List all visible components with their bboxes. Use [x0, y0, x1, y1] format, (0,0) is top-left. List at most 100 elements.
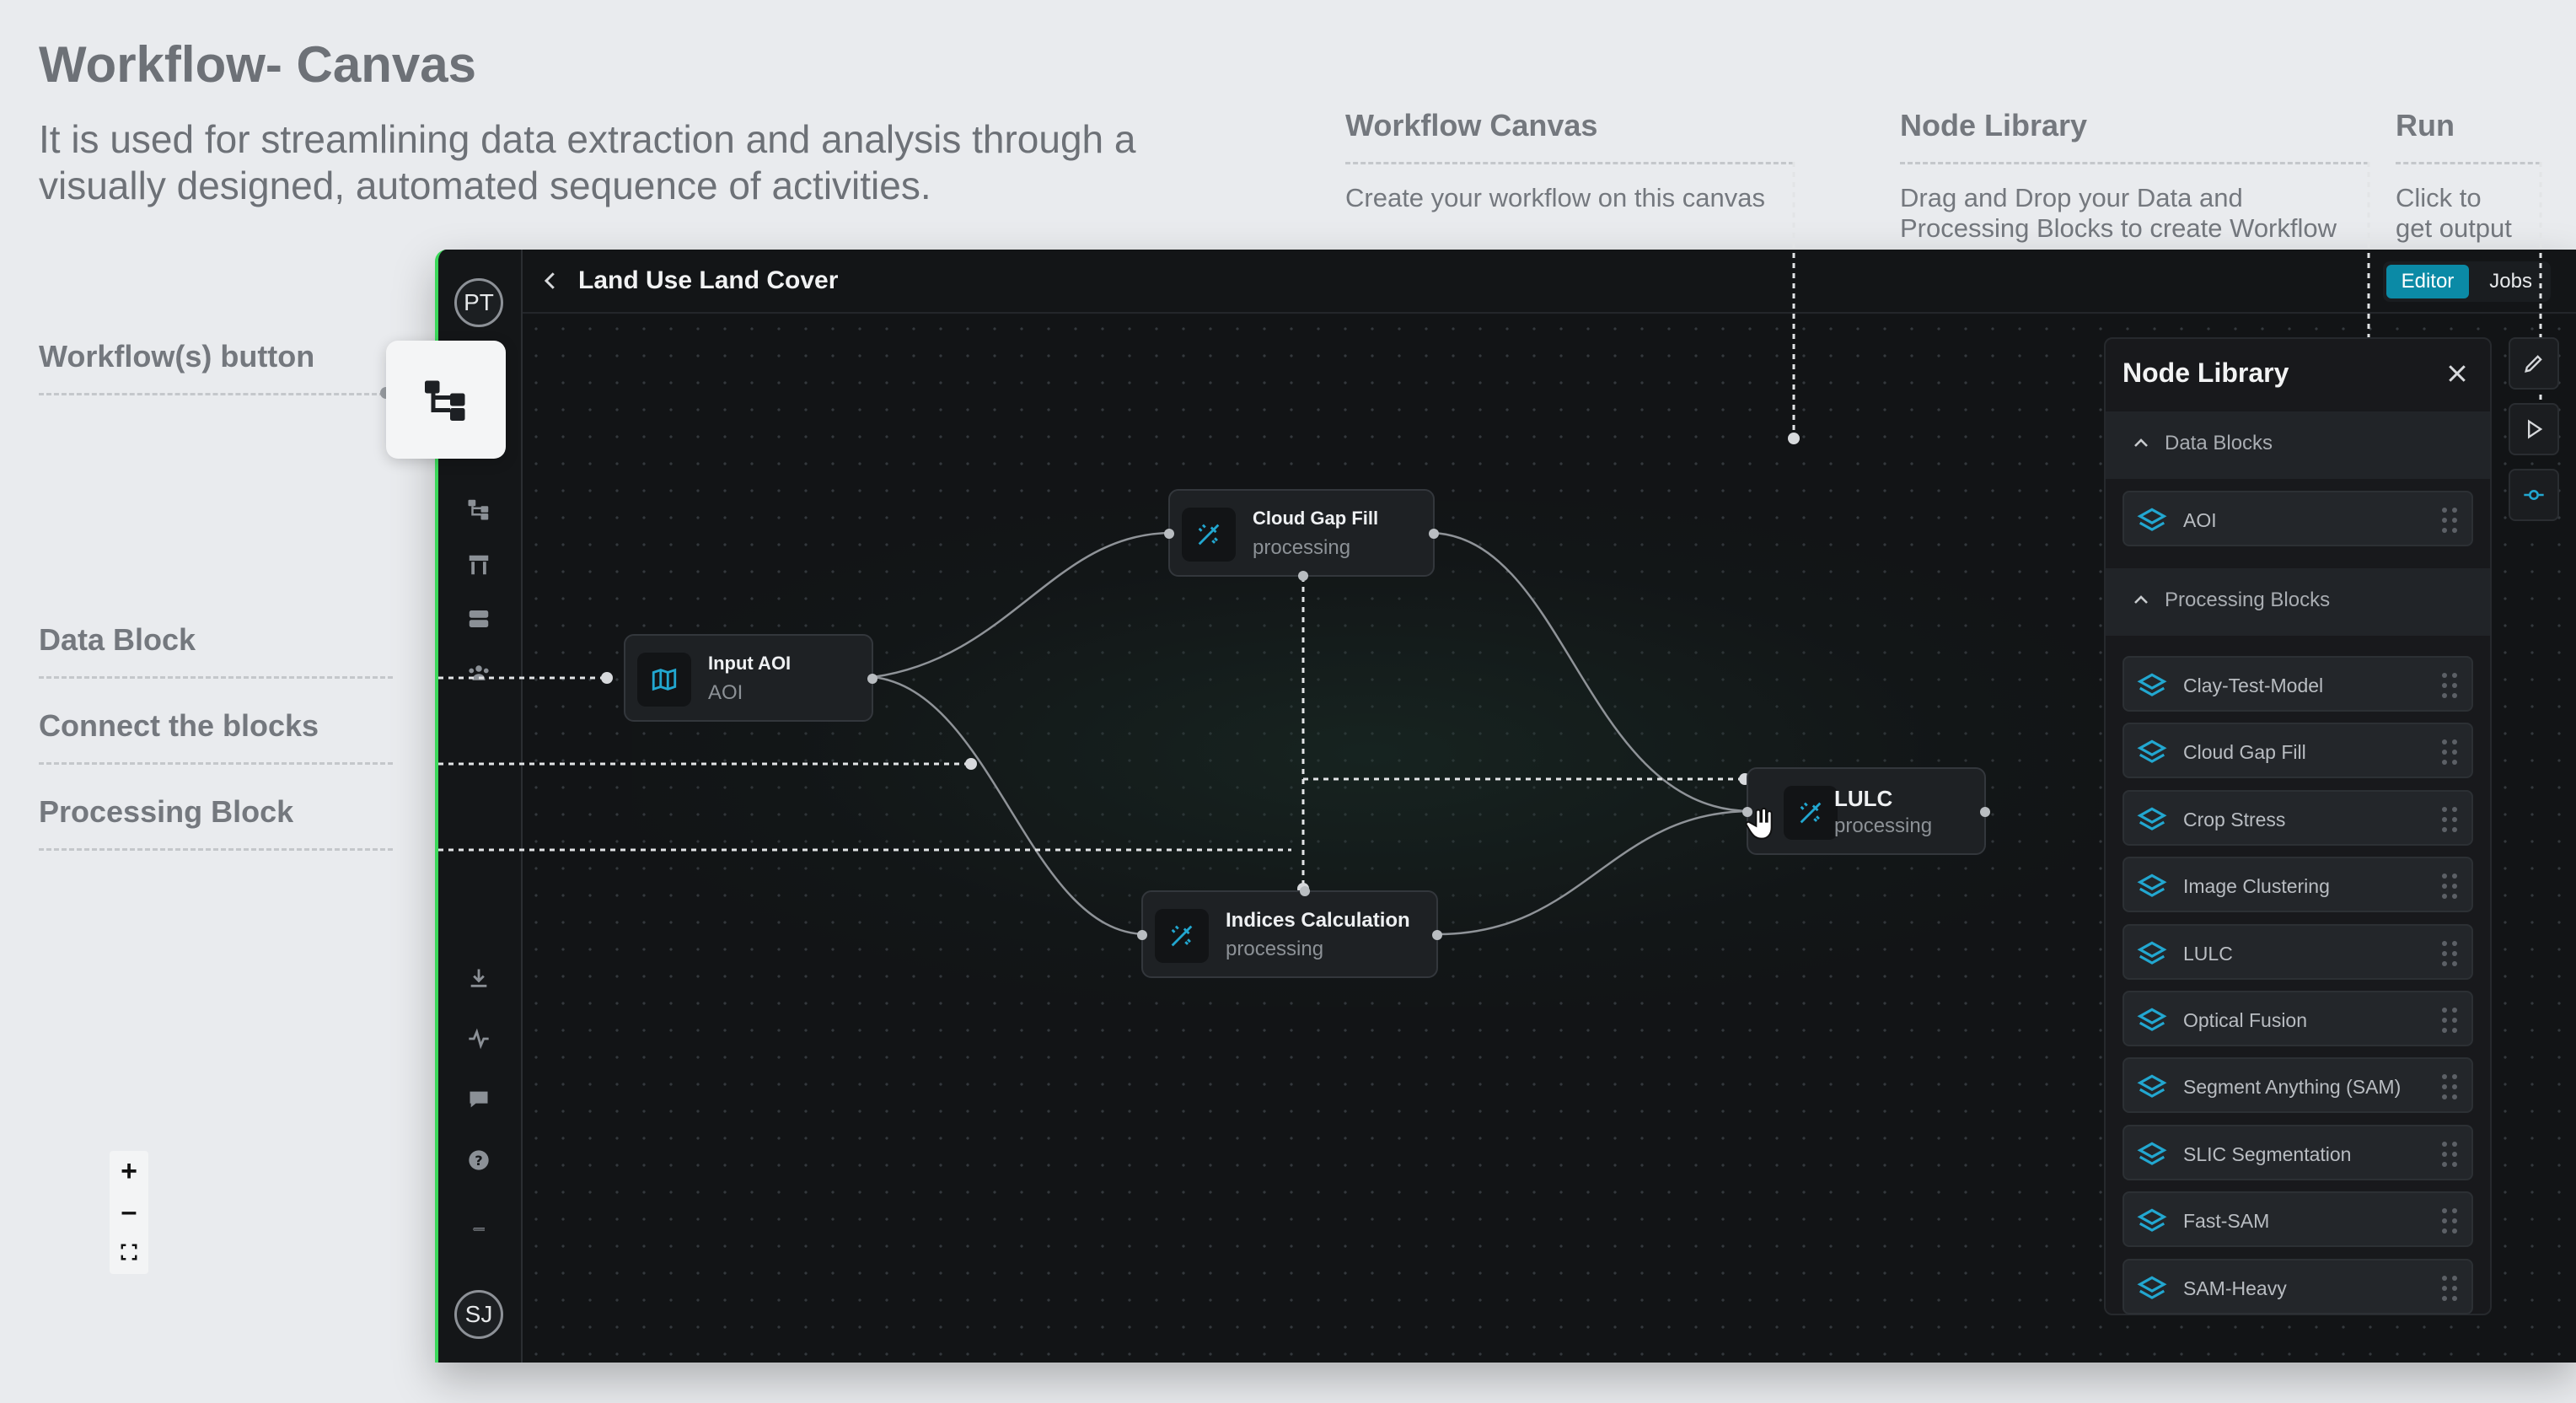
edit-tool-button[interactable]	[2509, 337, 2559, 390]
callout-processing-block: Processing Block	[39, 794, 294, 829]
avatar-bottom[interactable]: SJ	[454, 1290, 503, 1339]
drag-handle-icon[interactable]	[2441, 1274, 2458, 1303]
wand-icon	[1155, 909, 1209, 963]
drag-handle-icon[interactable]	[2441, 1207, 2458, 1235]
callout-underline	[39, 848, 393, 851]
bottom-port[interactable]	[1298, 571, 1308, 581]
library-item[interactable]: Segment Anything (SAM)	[2123, 1057, 2473, 1114]
input-port[interactable]	[1137, 930, 1147, 940]
node-subtitle: processing	[1834, 814, 1933, 837]
callout-run-text-1: Click to	[2396, 183, 2482, 212]
node-indices-calculation[interactable]: Indices Calculation processing	[1137, 886, 1442, 978]
wand-icon	[1784, 786, 1838, 840]
activity-icon[interactable]	[464, 1024, 494, 1054]
node-subtitle: processing	[1253, 536, 1351, 559]
fullscreen-icon	[121, 1244, 137, 1261]
chat-icon[interactable]	[464, 1084, 494, 1115]
workflow-button-highlight[interactable]	[386, 341, 506, 459]
layers-icon	[2137, 739, 2167, 764]
node-cloud-gap-fill[interactable]: Cloud Gap Fill processing	[1164, 489, 1439, 581]
callout-data-block: Data Block	[39, 622, 196, 657]
zoom-out-button[interactable]: –	[121, 1195, 137, 1228]
editor-jobs-tabs: Editor Jobs	[2382, 261, 2551, 302]
drag-handle-icon[interactable]	[2441, 1006, 2458, 1035]
library-item[interactable]: SLIC Segmentation	[2123, 1124, 2473, 1180]
library-item-label: Segment Anything (SAM)	[2183, 1076, 2402, 1099]
drag-handle-icon[interactable]	[2441, 671, 2458, 700]
close-icon[interactable]	[2445, 361, 2470, 386]
library-item-label: Fast-SAM	[2183, 1210, 2270, 1233]
node-library-panel: Node Library Data Blocks AOI Processing …	[2104, 337, 2492, 1315]
output-port[interactable]	[1432, 930, 1442, 940]
page-description: It is used for streamlining data extract…	[39, 117, 1136, 207]
connection-tool-button[interactable]	[2509, 469, 2559, 521]
layers-icon	[2137, 673, 2167, 696]
callout-workflow-button: Workflow(s) button	[39, 339, 315, 374]
top-port[interactable]	[1300, 886, 1310, 896]
input-port[interactable]	[1742, 807, 1752, 817]
layers-icon	[2137, 874, 2167, 898]
drag-handle-icon[interactable]	[2441, 1140, 2458, 1169]
node-title: Input AOI	[708, 653, 792, 674]
library-item-label: Crop Stress	[2183, 808, 2286, 831]
callout-underline	[1345, 162, 1794, 164]
drag-handle-icon[interactable]	[2441, 738, 2458, 766]
callout-run-heading: Run	[2396, 108, 2455, 142]
section-data-blocks[interactable]: Data Blocks	[2106, 411, 2490, 479]
tab-jobs[interactable]: Jobs	[2489, 270, 2532, 293]
output-port[interactable]	[1980, 807, 1990, 817]
callout-connect-blocks: Connect the blocks	[39, 708, 319, 743]
library-item[interactable]: Cloud Gap Fill	[2123, 723, 2473, 779]
hand-cursor-icon	[1745, 807, 1773, 840]
library-item-label: Optical Fusion	[2183, 1009, 2308, 1031]
tab-editor[interactable]: Editor	[2385, 265, 2470, 298]
node-title: Cloud Gap Fill	[1253, 508, 1379, 529]
chevron-left-icon[interactable]	[538, 268, 563, 293]
storage-icon[interactable]	[464, 604, 494, 634]
svg-text:?: ?	[475, 1153, 482, 1169]
drag-handle-icon[interactable]	[2441, 939, 2458, 968]
node-input-aoi[interactable]: Input AOI AOI	[624, 634, 877, 722]
commit-icon	[2524, 490, 2544, 500]
help-icon[interactable]: ?	[464, 1145, 494, 1175]
callout-underline	[39, 393, 384, 395]
node-title: LULC	[1834, 786, 1893, 811]
output-port[interactable]	[867, 674, 877, 684]
output-port[interactable]	[1429, 529, 1439, 539]
section-label: Data Blocks	[2165, 432, 2273, 454]
fit-view-button[interactable]	[110, 1232, 148, 1272]
avatar-top[interactable]: PT	[454, 278, 503, 327]
library-item[interactable]: Crop Stress	[2123, 789, 2473, 846]
docs-icon[interactable]	[464, 1206, 494, 1236]
library-item[interactable]: LULC	[2123, 923, 2473, 980]
zoom-controls: + –	[110, 1151, 148, 1274]
callout-workflow-canvas-heading: Workflow Canvas	[1345, 108, 1598, 142]
library-item[interactable]: Optical Fusion	[2123, 991, 2473, 1046]
callout-workflow-canvas-text: Create your workflow on this canvas	[1345, 183, 1765, 212]
node-subtitle: processing	[1226, 938, 1324, 960]
section-processing-blocks[interactable]: Processing Blocks	[2106, 568, 2490, 636]
workflow-icon	[425, 380, 465, 421]
drag-handle-icon[interactable]	[2441, 872, 2458, 900]
workflow-icon[interactable]	[464, 494, 494, 524]
drag-handle-icon[interactable]	[2441, 805, 2458, 834]
library-item-label: AOI	[2183, 509, 2217, 531]
store-icon[interactable]	[464, 550, 494, 580]
drag-handle-icon[interactable]	[2441, 506, 2458, 535]
team-icon[interactable]	[464, 658, 494, 688]
callout-underline	[39, 676, 393, 679]
input-port[interactable]	[1164, 529, 1174, 539]
callout-node-library-text-2: Processing Blocks to create Workflow	[1900, 213, 2337, 243]
layers-icon	[2137, 1208, 2167, 1233]
library-item-aoi[interactable]: AOI	[2123, 491, 2473, 546]
zoom-in-button[interactable]: +	[121, 1154, 137, 1187]
drag-handle-icon[interactable]	[2441, 1072, 2458, 1101]
library-item[interactable]: SAM-Heavy	[2123, 1258, 2473, 1314]
library-item[interactable]: Clay-Test-Model	[2123, 656, 2473, 712]
chevron-up-icon	[2134, 438, 2148, 447]
node-lulc[interactable]: LULC processing	[1742, 767, 1990, 855]
run-button[interactable]	[2509, 403, 2559, 455]
download-icon[interactable]	[464, 963, 494, 993]
library-item[interactable]: Image Clustering	[2123, 857, 2473, 913]
library-item[interactable]: Fast-SAM	[2123, 1191, 2473, 1248]
